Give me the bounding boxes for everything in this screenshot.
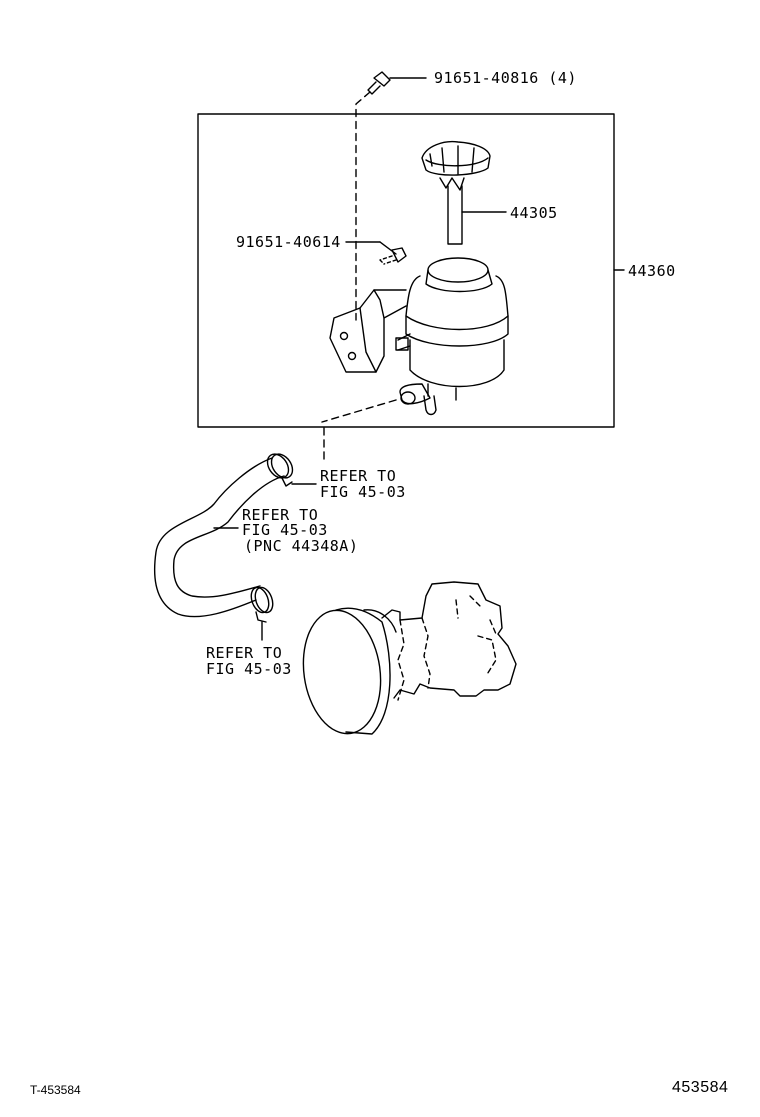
ref-lower-clamp-line2: FIG 45-03 — [206, 660, 292, 678]
upper-hose-clamp — [266, 453, 317, 487]
bolt-top — [367, 71, 427, 95]
part-number-bolt-top: 91651-40816 (4) — [434, 69, 577, 87]
ref-hose-line3: (PNC 44348A) — [244, 537, 358, 555]
assembly-frame — [197, 113, 615, 428]
ref-lower-clamp-line1: REFER TO — [206, 644, 282, 662]
reservoir-outlet-dashed-leader — [321, 399, 397, 423]
lower-hose-clamp — [250, 586, 274, 641]
ref-upper-clamp-line2: FIG 45-03 — [320, 483, 406, 501]
ref-upper-clamp-line1: REFER TO — [320, 467, 396, 485]
bolt-top-dashed-leader — [355, 91, 371, 321]
reservoir-body — [395, 257, 509, 416]
ref-hose-line1: REFER TO — [242, 506, 318, 524]
part-number-bolt-side: 91651-40614 — [236, 233, 341, 251]
return-hose — [153, 457, 285, 618]
footer-right-code: 453584 — [672, 1079, 728, 1096]
ref-hose-line2: FIG 45-03 — [242, 521, 328, 539]
reservoir-cap — [421, 140, 507, 245]
power-steering-pump — [302, 581, 517, 735]
part-number-cap: 44305 — [510, 204, 558, 222]
footer-left-code: T-453584 — [30, 1083, 81, 1097]
part-number-reservoir-assy: 44360 — [628, 262, 676, 280]
reservoir-bracket — [329, 289, 407, 373]
bolt-side — [345, 241, 407, 265]
